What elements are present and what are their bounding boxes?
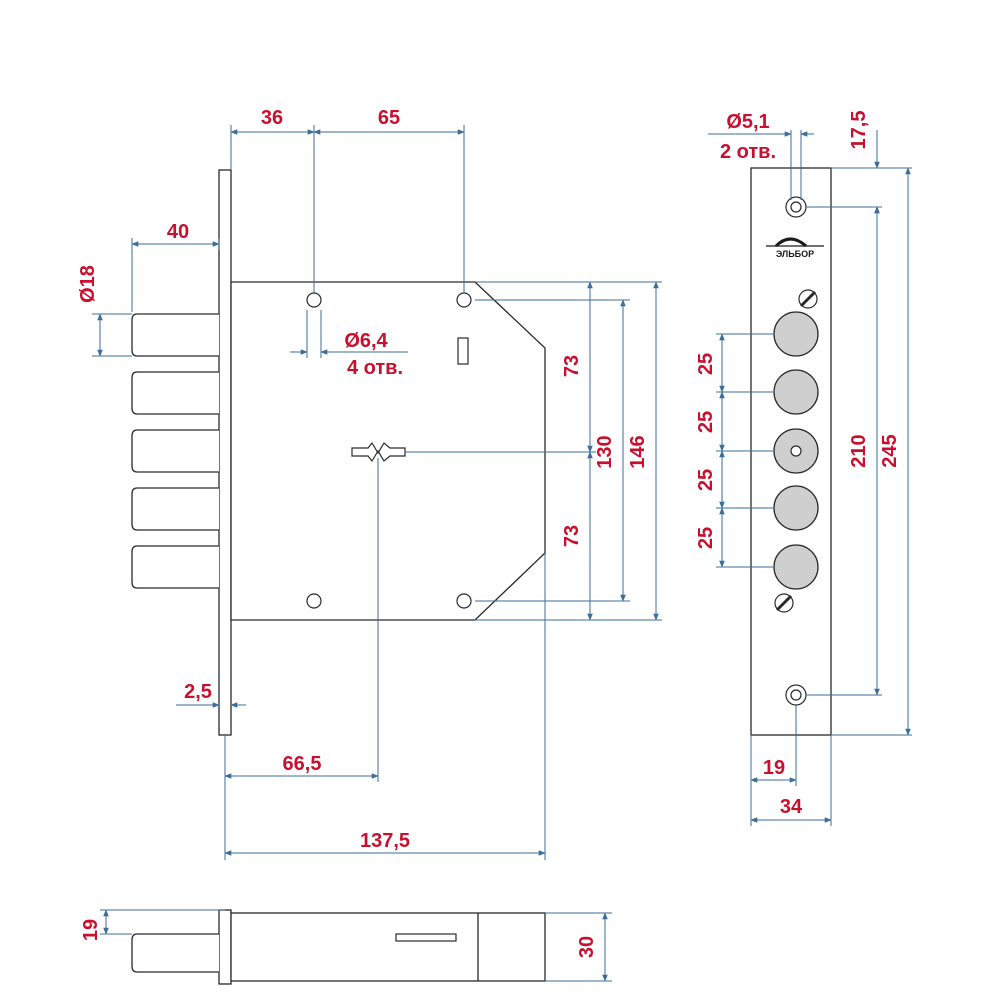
dim-19-faceplate: 19	[763, 757, 785, 779]
dim-34: 34	[780, 796, 803, 818]
bolt	[131, 487, 219, 531]
dim-40: 40	[167, 221, 189, 243]
slotted-screw-icon	[798, 289, 818, 309]
bottom-bolt	[131, 933, 219, 973]
dim-25-3: 25	[695, 469, 717, 491]
dim-17-5: 17,5	[848, 111, 870, 150]
elbor-logo-icon: ЭЛЬБОР	[766, 237, 824, 259]
bolt-end-center-hole	[790, 445, 802, 457]
latch-slot	[457, 337, 469, 365]
bottom-view	[131, 909, 546, 985]
bolt-end	[773, 544, 819, 590]
dim-137-5: 137,5	[360, 830, 410, 852]
dim-65: 65	[378, 107, 400, 129]
bottom-dimensions: 19 30	[80, 909, 612, 982]
keyhole-icon	[351, 441, 406, 463]
front-view	[131, 169, 546, 736]
dim-19-bolt: 19	[80, 919, 102, 941]
faceplate-view: ЭЛЬБОР	[750, 167, 832, 736]
faceplate-screw-hole-inner	[790, 689, 802, 701]
dim-25-2: 25	[695, 411, 717, 433]
dim-2-5: 2,5	[184, 681, 212, 703]
bottom-slot	[395, 933, 457, 942]
logo-text: ЭЛЬБОР	[776, 249, 814, 259]
dim-faceplate-hole-count: 2 отв.	[720, 141, 776, 163]
mounting-hole	[456, 593, 472, 609]
dim-146: 146	[627, 435, 649, 468]
dim-130: 130	[594, 435, 616, 468]
bolts	[131, 313, 219, 589]
dim-245: 245	[879, 434, 901, 467]
dim-210: 210	[848, 434, 870, 467]
dim-66-5: 66,5	[283, 753, 322, 775]
bolt-end	[773, 485, 819, 531]
mounting-hole	[306, 292, 322, 308]
bolt-end	[773, 369, 819, 415]
bolt	[131, 429, 219, 473]
bolt	[131, 545, 219, 589]
dim-25-1: 25	[695, 353, 717, 375]
dim-73-lower: 73	[561, 525, 583, 547]
dim-25-4: 25	[695, 527, 717, 549]
faceplate-dimensions: Ø5,1 2 отв. 17,5 25 25 25 25 210 245	[695, 111, 912, 826]
front-dimensions: 36 65 40 Ø18 Ø6,4 4 отв. 73 73 130 146	[77, 107, 662, 860]
dim-hole-diameter: Ø6,4	[344, 330, 388, 352]
mounting-hole	[306, 593, 322, 609]
faceplate-screw-hole-inner	[790, 201, 802, 213]
bolt	[131, 371, 219, 415]
mounting-hole	[456, 292, 472, 308]
bottom-faceplate	[218, 909, 232, 985]
bottom-case	[230, 912, 546, 982]
dim-hole-count: 4 отв.	[347, 357, 403, 379]
dim-bolt-diameter: Ø18	[77, 265, 99, 303]
dim-36: 36	[261, 107, 283, 129]
front-faceplate	[218, 169, 232, 736]
dim-30: 30	[576, 936, 598, 958]
bolt	[131, 313, 219, 357]
slotted-screw-icon	[774, 593, 794, 613]
dim-faceplate-hole-diameter: Ø5,1	[726, 111, 769, 133]
dim-73-upper: 73	[561, 355, 583, 377]
bolt-end	[773, 311, 819, 357]
